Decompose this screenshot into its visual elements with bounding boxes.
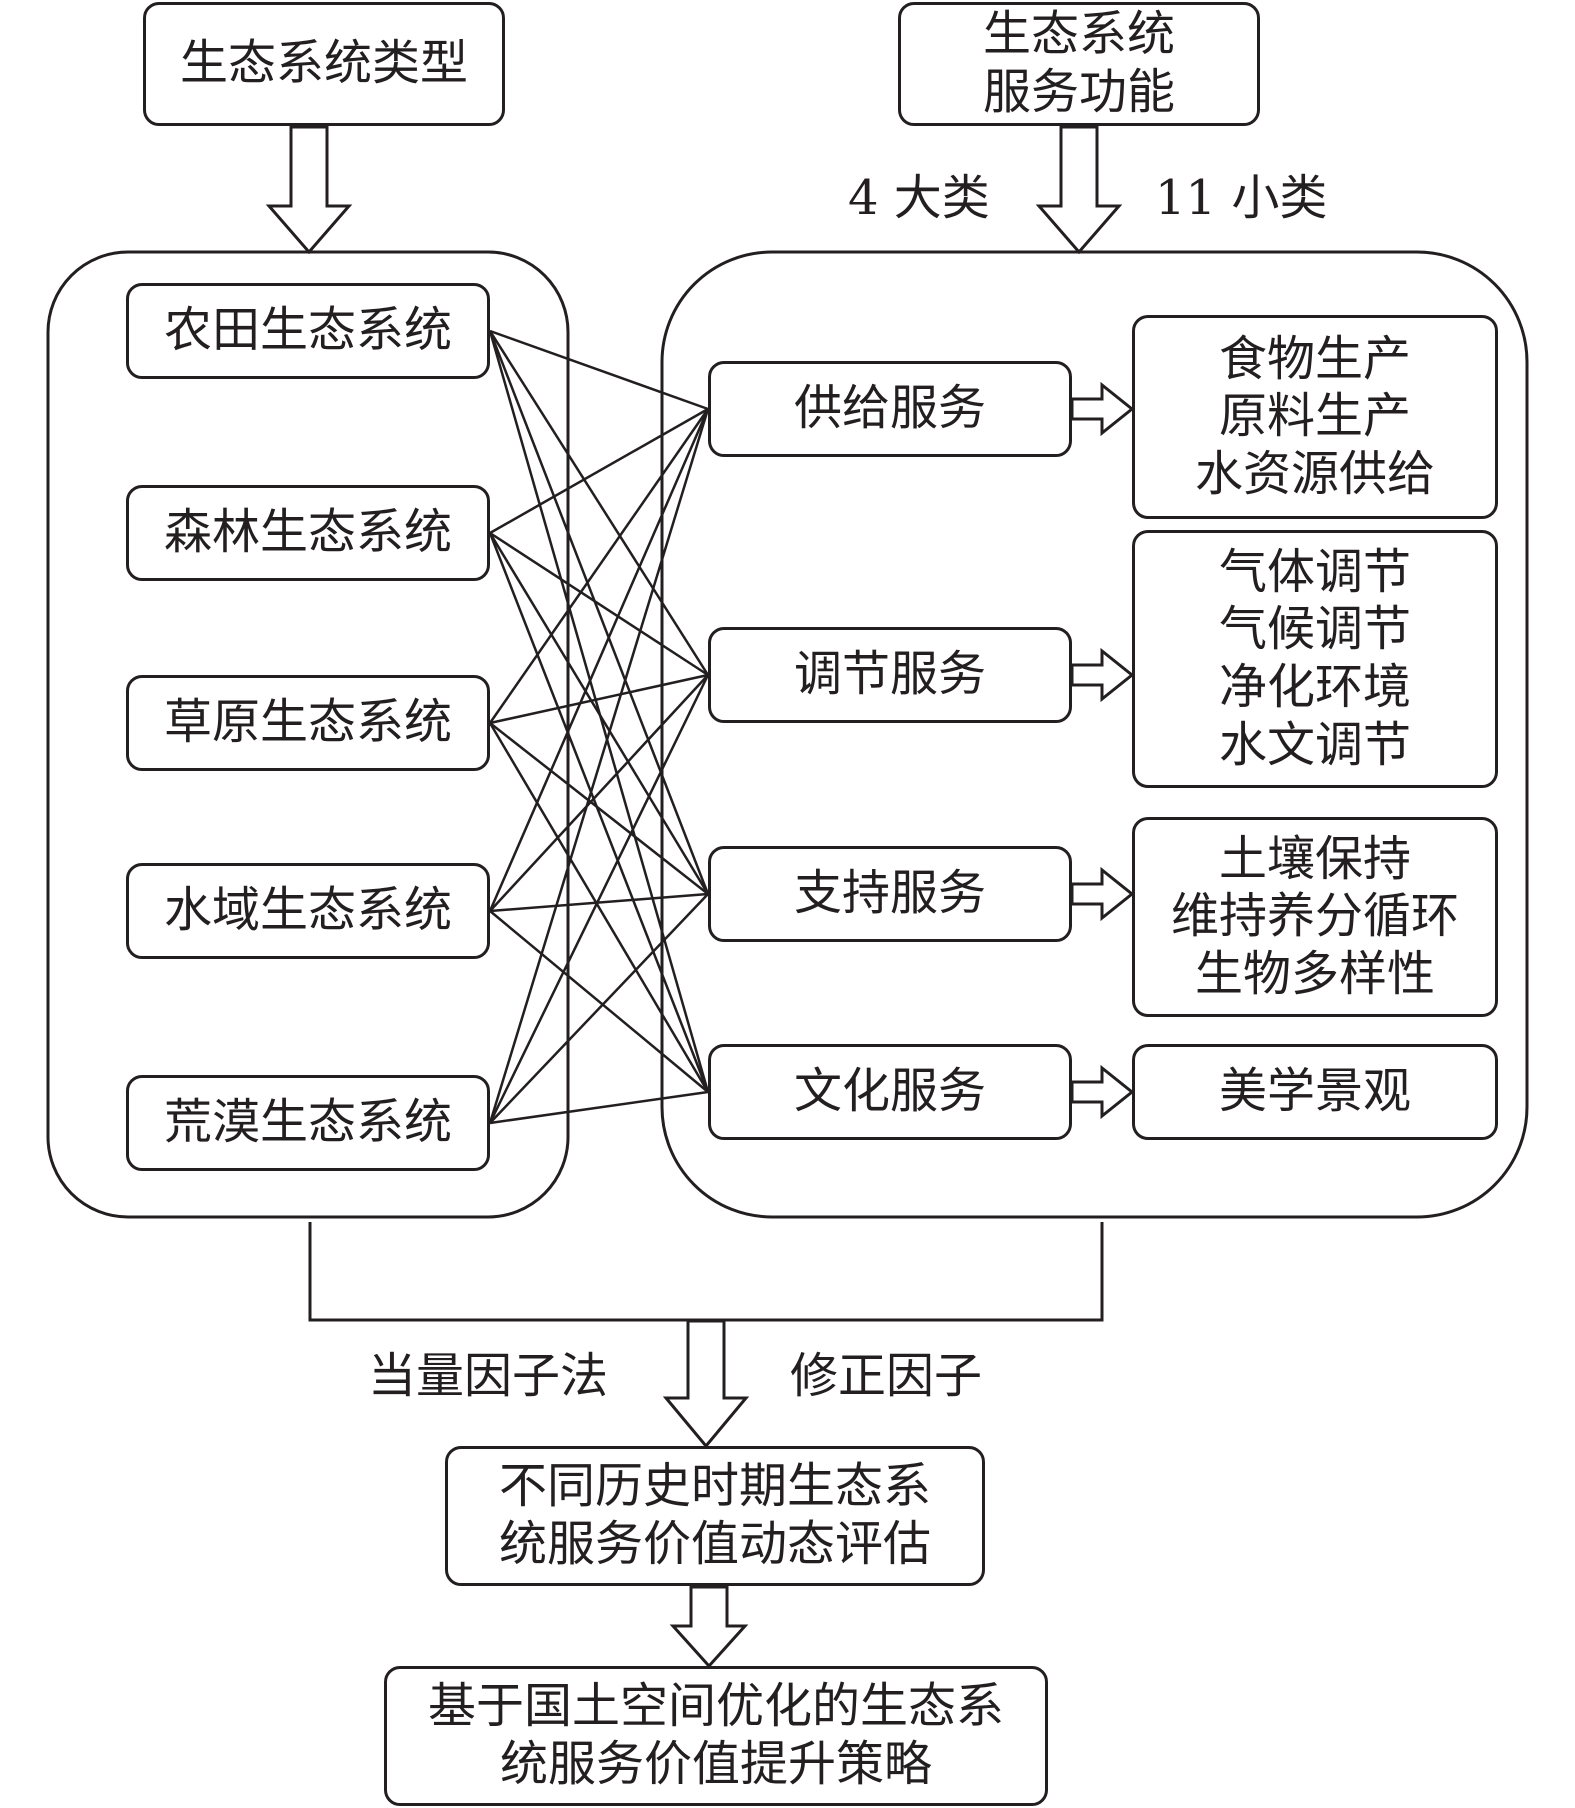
service-group-frame bbox=[660, 250, 1529, 1219]
service-functions-box: 生态系统 服务功能 bbox=[898, 2, 1260, 126]
link-e0-s0 bbox=[489, 329, 709, 411]
major-categories-label: 4 大类 bbox=[848, 170, 990, 226]
link-e1-s2 bbox=[488, 532, 710, 895]
link-e3-s2 bbox=[489, 892, 709, 913]
service-item: 美学景观 bbox=[1218, 1063, 1411, 1120]
service-label: 调节服务 bbox=[793, 646, 986, 703]
service-box-provisioning: 供给服务 bbox=[708, 361, 1072, 457]
link-e2-s1 bbox=[489, 673, 709, 725]
correction-factor-label: 修正因子 bbox=[790, 1348, 983, 1404]
regulating-details-box: 气体调节 气候调节 净化环境 水文调节 bbox=[1132, 530, 1498, 788]
service-item: 水资源供给 bbox=[1194, 445, 1435, 502]
arrow-right-service-3 bbox=[1070, 1064, 1135, 1120]
link-e4-s1 bbox=[488, 674, 710, 1124]
ecosystem-label: 荒漠生态系统 bbox=[163, 1094, 452, 1151]
link-e3-s0 bbox=[488, 408, 710, 912]
link-e2-s3 bbox=[488, 722, 710, 1093]
service-item: 土壤保持 bbox=[1218, 830, 1411, 887]
strategy-line1: 基于国土空间优化的生态系 bbox=[427, 1678, 1004, 1735]
link-e4-s2 bbox=[489, 893, 709, 1124]
service-box-supporting: 支持服务 bbox=[708, 846, 1072, 942]
link-e2-s0 bbox=[488, 408, 710, 724]
service-item: 净化环境 bbox=[1218, 659, 1411, 715]
service-item: 原料生产 bbox=[1218, 388, 1411, 445]
ecosystem-box-desert: 荒漠生态系统 bbox=[126, 1075, 490, 1171]
arrow-right-service-0 bbox=[1070, 381, 1135, 437]
ecosystem-box-farmland: 农田生态系统 bbox=[126, 283, 490, 379]
service-item: 气候调节 bbox=[1218, 601, 1411, 658]
service-item: 维持养分循环 bbox=[1170, 888, 1459, 945]
ecosystem-label: 森林生态系统 bbox=[163, 504, 452, 561]
cultural-details-box: 美学景观 bbox=[1132, 1044, 1498, 1140]
service-box-cultural: 文化服务 bbox=[708, 1044, 1072, 1140]
strategy-box: 基于国土空间优化的生态系 统服务价值提升策略 bbox=[384, 1666, 1048, 1806]
service-functions-line1: 生态系统 bbox=[982, 6, 1175, 63]
link-e0-s2 bbox=[488, 330, 710, 895]
service-item: 水文调节 bbox=[1218, 716, 1411, 773]
link-e0-s1 bbox=[488, 330, 710, 676]
link-e3-s1 bbox=[489, 674, 709, 912]
ecosystem-label: 草原生态系统 bbox=[163, 694, 452, 751]
evaluation-line2: 统服务价值动态评估 bbox=[498, 1516, 931, 1572]
service-item: 食物生产 bbox=[1218, 330, 1411, 387]
service-label: 支持服务 bbox=[793, 865, 986, 922]
provisioning-details-box: 食物生产 原料生产 水资源供给 bbox=[1132, 315, 1498, 519]
minor-categories-label: 11 小类 bbox=[1155, 170, 1328, 226]
ecosystem-types-box: 生态系统类型 bbox=[143, 2, 505, 126]
ecosystem-label: 水域生态系统 bbox=[163, 882, 452, 939]
supporting-details-box: 土壤保持 维持养分循环 生物多样性 bbox=[1132, 817, 1498, 1017]
arrow-down-types bbox=[265, 125, 353, 255]
evaluation-line1: 不同历史时期生态系 bbox=[498, 1458, 931, 1515]
ecosystem-box-grassland: 草原生态系统 bbox=[126, 675, 490, 771]
service-functions-line2: 服务功能 bbox=[982, 64, 1175, 120]
merge-bracket bbox=[308, 1222, 1104, 1322]
link-e4-s3 bbox=[489, 1090, 709, 1125]
ecosystem-service-links bbox=[488, 329, 710, 1125]
link-e4-s0 bbox=[488, 408, 710, 1124]
link-e1-s3 bbox=[488, 532, 710, 1093]
link-e2-s2 bbox=[489, 722, 709, 895]
arrow-right-service-2 bbox=[1070, 866, 1135, 922]
ecosystem-types-label: 生态系统类型 bbox=[179, 35, 468, 92]
service-item: 气体调节 bbox=[1218, 543, 1411, 600]
dynamic-evaluation-box: 不同历史时期生态系 统服务价值动态评估 bbox=[445, 1446, 985, 1586]
arrow-down-merge bbox=[662, 1319, 750, 1449]
arrow-right-service-1 bbox=[1070, 647, 1135, 703]
link-e1-s0 bbox=[489, 407, 709, 535]
service-box-regulating: 调节服务 bbox=[708, 627, 1072, 723]
service-item: 生物多样性 bbox=[1194, 945, 1435, 1002]
ecosystem-box-water: 水域生态系统 bbox=[126, 863, 490, 959]
arrow-down-functions bbox=[1035, 125, 1123, 255]
ecosystem-label: 农田生态系统 bbox=[163, 302, 452, 359]
equivalent-factor-label: 当量因子法 bbox=[368, 1348, 609, 1404]
ecosystem-box-forest: 森林生态系统 bbox=[126, 485, 490, 581]
service-label: 供给服务 bbox=[793, 380, 986, 437]
flow-arrows bbox=[265, 125, 1135, 1669]
link-e1-s1 bbox=[489, 531, 709, 677]
service-label: 文化服务 bbox=[793, 1063, 986, 1120]
strategy-line2: 统服务价值提升策略 bbox=[499, 1736, 932, 1792]
arrow-down-strategy bbox=[669, 1585, 749, 1669]
link-e3-s3 bbox=[489, 910, 709, 1093]
